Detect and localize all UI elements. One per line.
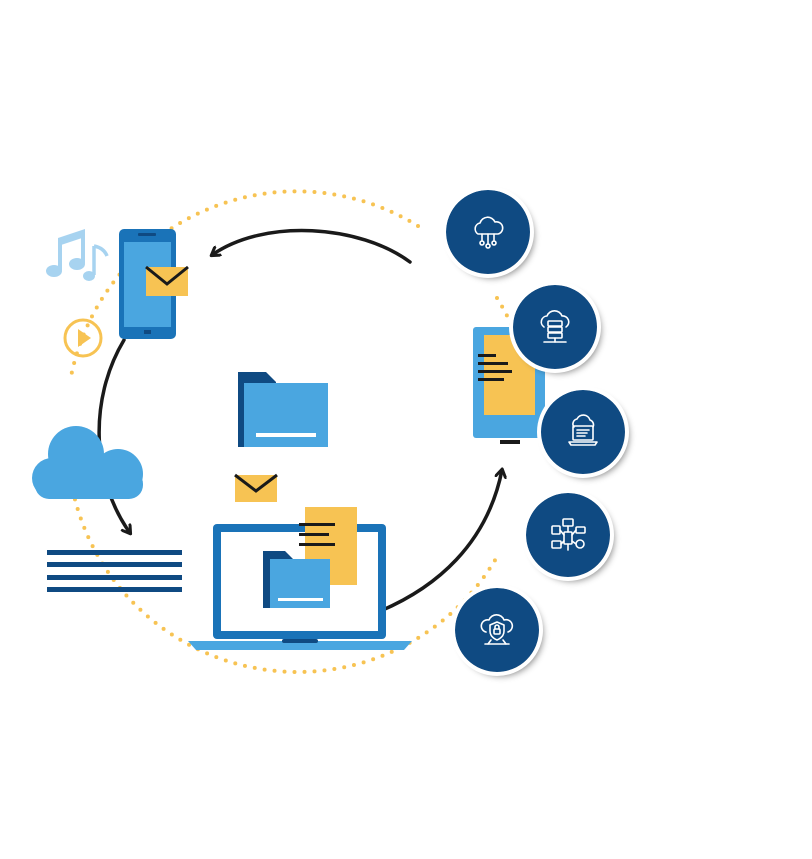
envelope-icon [234, 473, 278, 502]
cloud-server-badge [509, 281, 601, 373]
cloud-icon [32, 426, 143, 499]
arrow-right [363, 470, 502, 619]
cloud-security-icon [480, 614, 514, 645]
envelope-icon [145, 265, 189, 296]
network-devices-badge [522, 489, 614, 581]
cloud-network-badge [442, 186, 534, 278]
cloud-security-badge [451, 584, 543, 676]
cloud-laptop-icon [568, 414, 598, 446]
folder-icon [238, 372, 328, 447]
document-icon [478, 354, 512, 381]
cloud-laptop-badge [537, 386, 629, 478]
network-devices-icon [551, 518, 586, 551]
folder-icon [263, 551, 330, 608]
dotted-ring [65, 189, 534, 674]
arrow-left [97, 338, 130, 533]
play-button-icon [63, 318, 103, 358]
cloud-server-icon [540, 310, 570, 343]
arrow-top [212, 228, 412, 264]
text-lines-icon [47, 550, 182, 592]
cloud-network-icon [474, 216, 504, 249]
music-notes-icon [46, 229, 109, 281]
